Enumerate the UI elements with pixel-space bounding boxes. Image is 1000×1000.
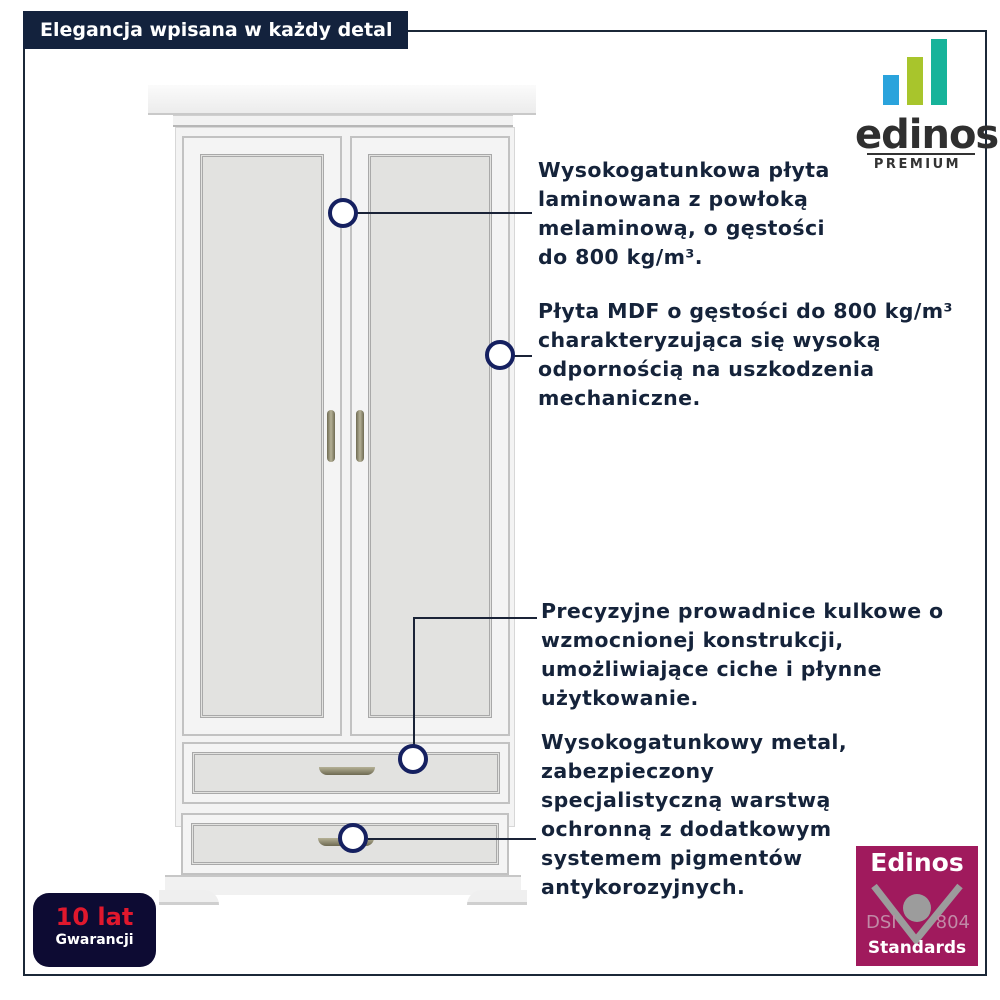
- page-title: Elegancja wpisana w każdy detal: [23, 11, 409, 49]
- callout-line-1: [356, 212, 532, 214]
- standards-label: Standards: [867, 938, 967, 958]
- door-handle-left: [327, 410, 335, 462]
- callout-marker-4[interactable]: [338, 823, 368, 853]
- wardrobe-foot-right: [467, 890, 527, 905]
- wardrobe-door-right: [350, 136, 510, 736]
- callout-line-3-h: [413, 617, 537, 619]
- wardrobe-cornice-lower: [173, 115, 513, 127]
- content-frame: [23, 30, 987, 976]
- wardrobe-illustration: [145, 85, 540, 905]
- callout-line-3-v: [413, 617, 415, 747]
- standards-code-right: 804: [935, 912, 970, 933]
- standards-brand: Edinos: [870, 848, 964, 877]
- wardrobe-cornice: [148, 85, 536, 115]
- callout-text-4: Wysokogatunkowy metal, zabezpieczony spe…: [541, 730, 848, 899]
- door-panel: [368, 154, 492, 718]
- standards-badge: Edinos DSI 804 Standards: [856, 846, 978, 966]
- callout-marker-2[interactable]: [485, 340, 515, 370]
- warranty-badge: 10 lat Gwarancji: [33, 893, 156, 967]
- drawer-handle: [319, 767, 375, 775]
- callout-line-4: [368, 838, 536, 840]
- check-v-icon: [871, 883, 963, 946]
- warranty-label: Gwarancji: [55, 932, 134, 948]
- logo-subtitle: PREMIUM: [873, 157, 962, 172]
- logo-bar-2: [907, 57, 923, 105]
- callout-marker-3[interactable]: [398, 744, 428, 774]
- callout-marker-1[interactable]: [328, 198, 358, 228]
- wardrobe-drawer-top: [182, 742, 510, 804]
- logo-divider: [867, 153, 975, 155]
- drawer-panel: [192, 752, 500, 794]
- callout-text-3: Precyzyjne prowadnice kulkowe o wzmocnio…: [541, 599, 944, 710]
- edinos-premium-logo: edinos PREMIUM: [855, 39, 999, 177]
- callout-text-2: Płyta MDF o gęstości do 800 kg/m³ charak…: [538, 299, 953, 410]
- callout-text-1: Wysokogatunkowa płyta laminowana z powło…: [538, 158, 830, 269]
- warranty-years: 10 lat: [55, 903, 134, 931]
- standards-circle-icon: [903, 894, 931, 922]
- wardrobe-foot-left: [159, 890, 219, 905]
- wardrobe-body: [175, 127, 515, 827]
- wardrobe-plinth: [165, 875, 521, 895]
- wardrobe-door-left: [182, 136, 342, 736]
- callout-line-2: [514, 355, 532, 357]
- door-panel: [200, 154, 324, 718]
- logo-bar-1: [883, 75, 899, 105]
- door-handle-right: [356, 410, 364, 462]
- standards-code-left: DSI: [866, 912, 897, 933]
- logo-bar-3: [931, 39, 947, 105]
- logo-wordmark: edinos: [855, 112, 999, 158]
